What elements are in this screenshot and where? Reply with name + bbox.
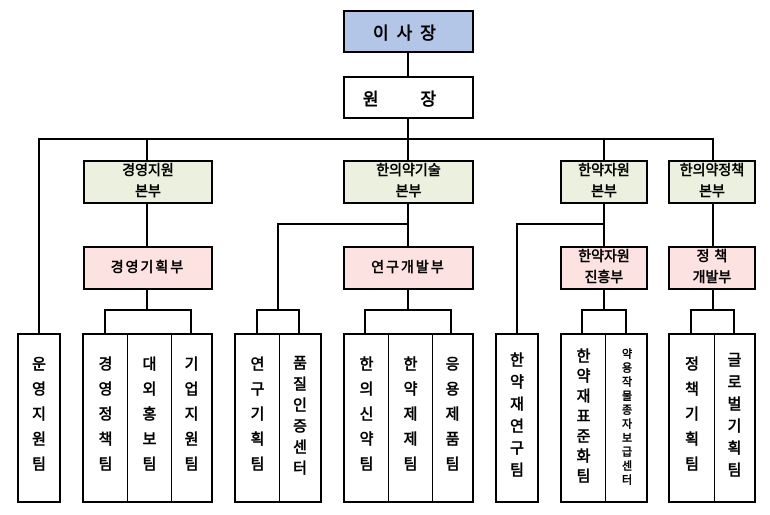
team-label: 약용작물종자보급센터 — [620, 348, 633, 488]
team-label: 한약재연구팀 — [507, 352, 526, 484]
connector-div1-dept — [146, 203, 148, 246]
team-cell: 한의신약팀 — [345, 335, 388, 501]
team-label: 한약재표준화팀 — [574, 348, 592, 488]
connector-div4 — [712, 138, 714, 160]
chairman-label: 이사장 — [373, 24, 444, 44]
team-label: 대외홍보팀 — [140, 355, 158, 481]
team-label: 기업지원팀 — [182, 355, 200, 481]
department-label: 경영기획부 — [110, 259, 186, 276]
division-label-line2: 본부 — [591, 184, 617, 200]
connector-dept4-leg-b — [733, 309, 735, 333]
connector-dept1-bracket — [104, 309, 192, 311]
team-cell: 정책기획팀 — [670, 335, 714, 501]
team-cell: 연구기획팀 — [236, 335, 279, 501]
connector-dept3-leg-a — [581, 309, 583, 333]
division-medicine-policy: 한의약정책 본부 — [668, 160, 756, 204]
connector-dept2-bracket — [364, 309, 452, 311]
team-cell: 품질인증센터 — [279, 335, 320, 501]
connector-div4-dept — [712, 203, 714, 246]
division-management-support: 경영지원 본부 — [83, 160, 213, 204]
team-label: 한약제제팀 — [401, 355, 419, 481]
connector-div3 — [603, 138, 605, 160]
team-group-management: 경영정책팀 대외홍보팀 기업지원팀 — [82, 333, 213, 503]
department-label-line1: 정 책 — [696, 249, 728, 265]
connector-div2-direct — [277, 223, 279, 310]
team-label: 운영지원팀 — [29, 355, 48, 481]
connector-director-down — [407, 118, 409, 140]
connector-dept3-down — [603, 289, 605, 310]
connector-chairman-director — [407, 52, 409, 76]
connector-div1 — [146, 138, 148, 160]
department-label-line2: 개발부 — [692, 270, 732, 286]
connector-div3-horizontal — [516, 223, 605, 225]
connector-dept1-down — [146, 289, 148, 310]
connector-main-horizontal — [38, 138, 714, 140]
connector-dept4-bracket — [690, 309, 735, 311]
connector-div2-horizontal — [277, 223, 409, 225]
team-group-herbal: 한약재표준화팀 약용작물종자보급센터 — [560, 333, 648, 503]
connector-dept3-leg-b — [625, 309, 627, 333]
department-herbal-promotion: 한약자원 진흥부 — [560, 246, 648, 290]
team-cell: 약용작물종자보급센터 — [605, 335, 646, 501]
team-label: 경영정책팀 — [96, 355, 114, 481]
team-label: 정책기획팀 — [682, 355, 701, 481]
department-label: 연구개발부 — [371, 259, 446, 276]
connector-div2-direct-leg-a — [256, 309, 258, 333]
connector-dept1-leg-b — [190, 309, 192, 333]
division-label-line2: 본부 — [135, 184, 161, 200]
connector-dept1-leg-a — [104, 309, 106, 333]
connector-dept3-bracket — [581, 309, 627, 311]
team-herbal-research: 한약재연구팀 — [495, 333, 539, 503]
connector-dept4-leg-a — [690, 309, 692, 333]
team-group-research: 한의신약팀 한약제제팀 응용제품팀 — [343, 333, 474, 503]
department-management-planning: 경영기획부 — [83, 246, 213, 290]
division-label-line1: 경영지원 — [122, 163, 174, 179]
team-label: 한의신약팀 — [357, 355, 375, 481]
department-label-line1: 한약자원 — [578, 249, 630, 265]
connector-dept2-leg-a — [364, 309, 366, 333]
connector-div2 — [407, 138, 409, 160]
team-cell: 글로벌기획팀 — [714, 335, 754, 501]
team-label: 글로벌기획팀 — [725, 352, 743, 484]
department-label-line2: 진흥부 — [584, 270, 624, 286]
connector-div2-direct-bracket — [256, 309, 300, 311]
team-operations-support: 운영지원팀 — [17, 333, 61, 503]
team-group-tech-direct: 연구기획팀 품질인증센터 — [234, 333, 322, 503]
team-group-policy: 정책기획팀 글로벌기획팀 — [668, 333, 756, 503]
team-cell: 경영정책팀 — [84, 335, 127, 501]
director-box: 원 장 — [343, 76, 474, 119]
team-label: 연구기획팀 — [248, 355, 266, 481]
division-herbal-resources: 한약자원 본부 — [560, 160, 648, 204]
connector-dept4-down — [712, 289, 714, 310]
connector-dept2-down — [407, 289, 409, 310]
division-medicine-technology: 한의약기술 본부 — [343, 160, 474, 204]
connector-dept2-leg-b — [450, 309, 452, 333]
division-label-line2: 본부 — [699, 184, 725, 200]
department-policy-development: 정 책 개발부 — [668, 246, 756, 290]
connector-operations-team — [38, 138, 40, 333]
division-label-line2: 본부 — [395, 184, 422, 200]
team-cell: 대외홍보팀 — [127, 335, 171, 501]
connector-div3-direct — [516, 223, 518, 333]
team-cell: 응용제품팀 — [432, 335, 472, 501]
team-cell: 한약재표준화팀 — [562, 335, 605, 501]
director-label: 원 장 — [362, 90, 455, 110]
team-label: 품질인증센터 — [290, 355, 309, 481]
team-cell: 기업지원팀 — [171, 335, 211, 501]
team-label: 응용제품팀 — [443, 355, 461, 481]
division-label-line1: 한의약기술 — [376, 163, 441, 179]
division-label-line1: 한의약정책 — [679, 163, 745, 179]
chairman-box: 이사장 — [343, 10, 474, 53]
team-cell: 한약제제팀 — [388, 335, 432, 501]
division-label-line1: 한약자원 — [578, 163, 630, 179]
connector-div2-direct-leg-b — [298, 309, 300, 333]
department-research-development: 연구개발부 — [343, 246, 474, 290]
